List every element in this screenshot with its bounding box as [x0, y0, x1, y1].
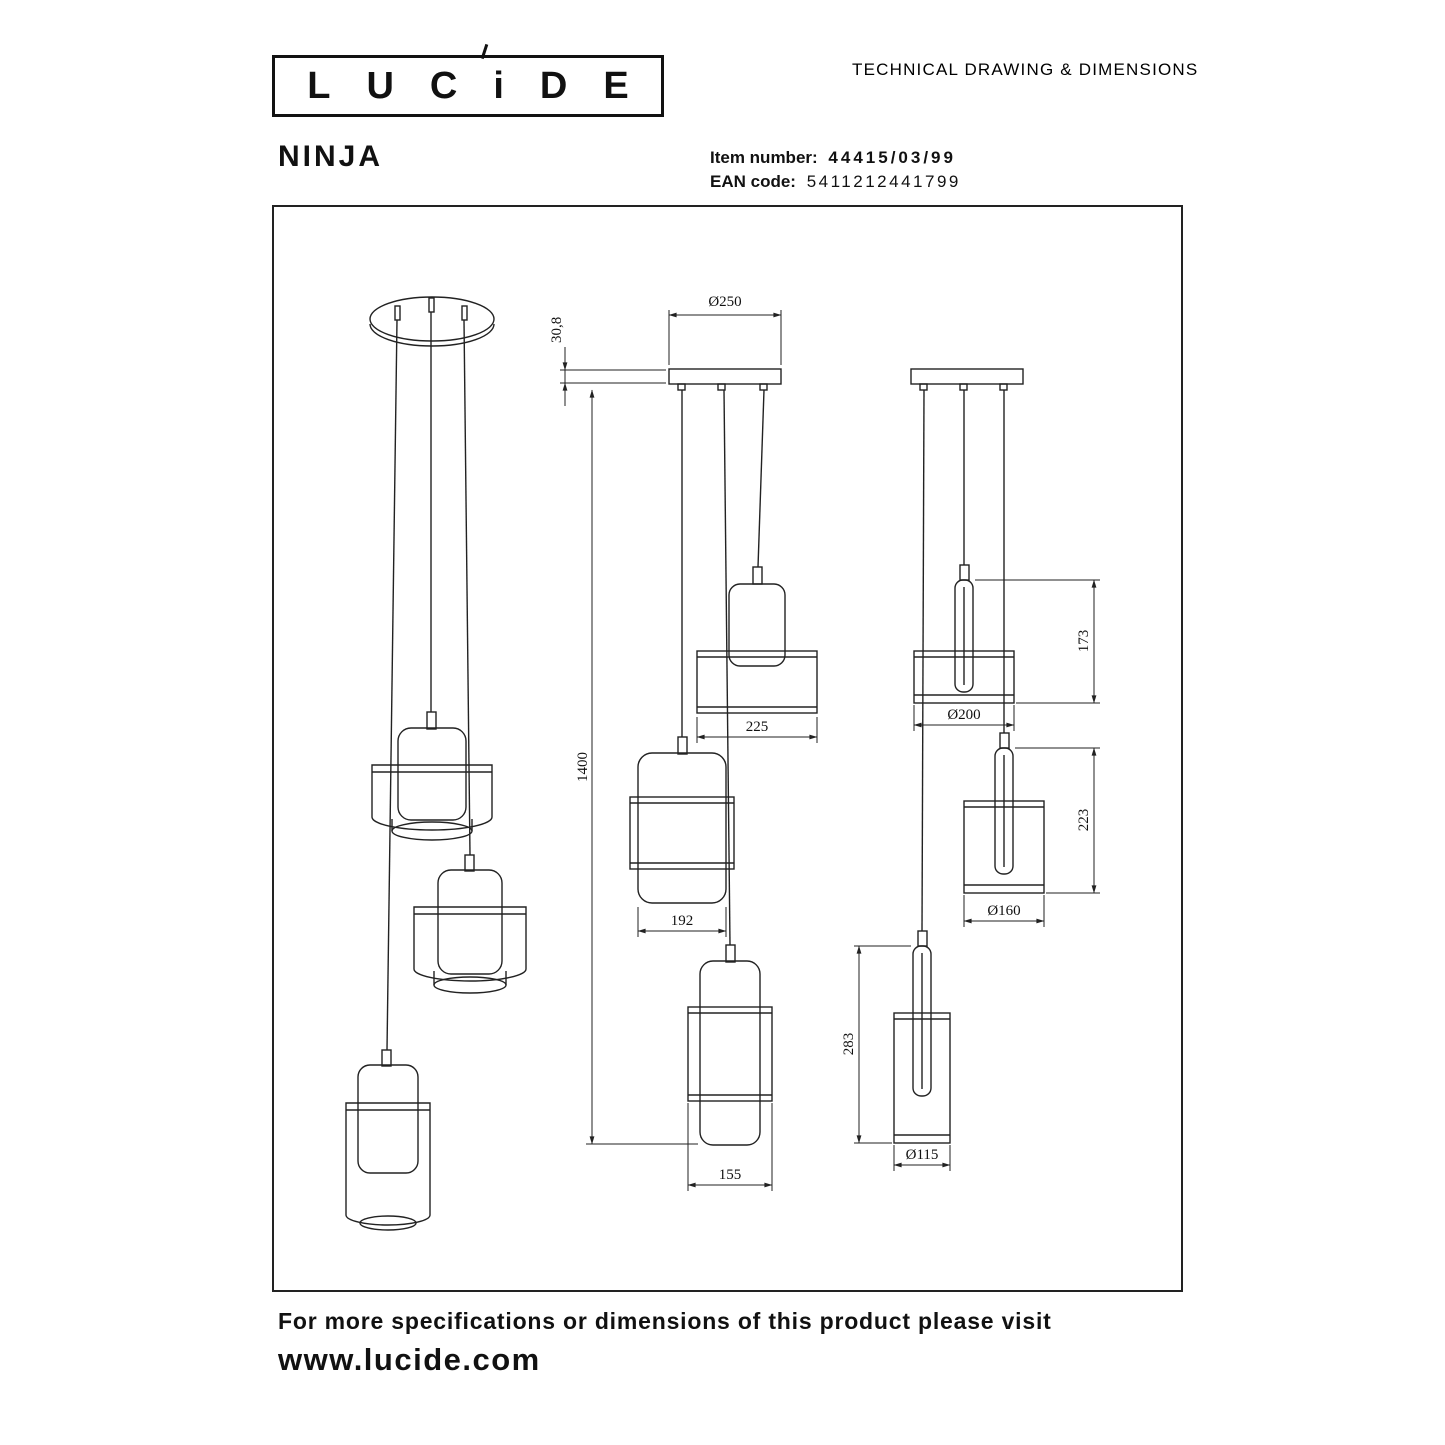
dim-total-length: 1400 — [575, 752, 591, 782]
dim-glass-diameter-medium: Ø160 — [987, 903, 1020, 919]
dim-shade-width-medium: 192 — [671, 913, 694, 929]
side-view-dimensions: 173 Ø200 223 Ø160 283 Ø115 — [841, 579, 1100, 1171]
dim-canopy-height: 30,8 — [549, 317, 565, 343]
page-title: TECHNICAL DRAWING & DIMENSIONS — [852, 60, 1199, 79]
dim-glass-diameter-large: Ø200 — [947, 707, 980, 723]
ean-code-row: EAN code: 5411212441799 — [710, 170, 961, 194]
logo-accent — [480, 43, 489, 60]
logo-letters: LUCiDE — [307, 65, 665, 107]
dim-shade-width-small: 155 — [719, 1167, 742, 1183]
dim-canopy-diameter: Ø250 — [708, 294, 741, 310]
ean-code-value: 5411212441799 — [806, 172, 961, 191]
pendant-lamp-perspective-view — [345, 296, 527, 1231]
item-number-value: 44415/03/99 — [828, 148, 956, 167]
pendant-lamp-side-view — [893, 368, 1045, 1144]
drawing-frame: Ø250 30,8 1400 225 192 155 — [272, 205, 1183, 1292]
footer-note: For more specifications or dimensions of… — [278, 1308, 1052, 1334]
product-name: NINJA — [278, 140, 384, 173]
product-meta: Item number: 44415/03/99 EAN code: 54112… — [710, 146, 961, 194]
item-number-label: Item number: — [710, 148, 818, 167]
dim-shade-width-large: 225 — [746, 719, 769, 735]
front-view-dimensions: Ø250 30,8 1400 225 192 155 — [549, 294, 818, 1191]
dim-pendant-length-medium: 223 — [1076, 809, 1092, 832]
item-number-row: Item number: 44415/03/99 — [710, 146, 961, 170]
dim-glass-diameter-small: Ø115 — [906, 1147, 939, 1163]
ean-code-label: EAN code: — [710, 172, 796, 191]
lucide-logo: LUCiDE — [272, 43, 665, 117]
technical-drawing: Ø250 30,8 1400 225 192 155 — [345, 294, 1100, 1231]
pendant-lamp-front-view — [629, 368, 818, 1146]
dim-pendant-length-large: 173 — [1076, 630, 1092, 653]
dim-pendant-length-small: 283 — [841, 1033, 857, 1056]
footer-website: www.lucide.com — [278, 1342, 541, 1377]
